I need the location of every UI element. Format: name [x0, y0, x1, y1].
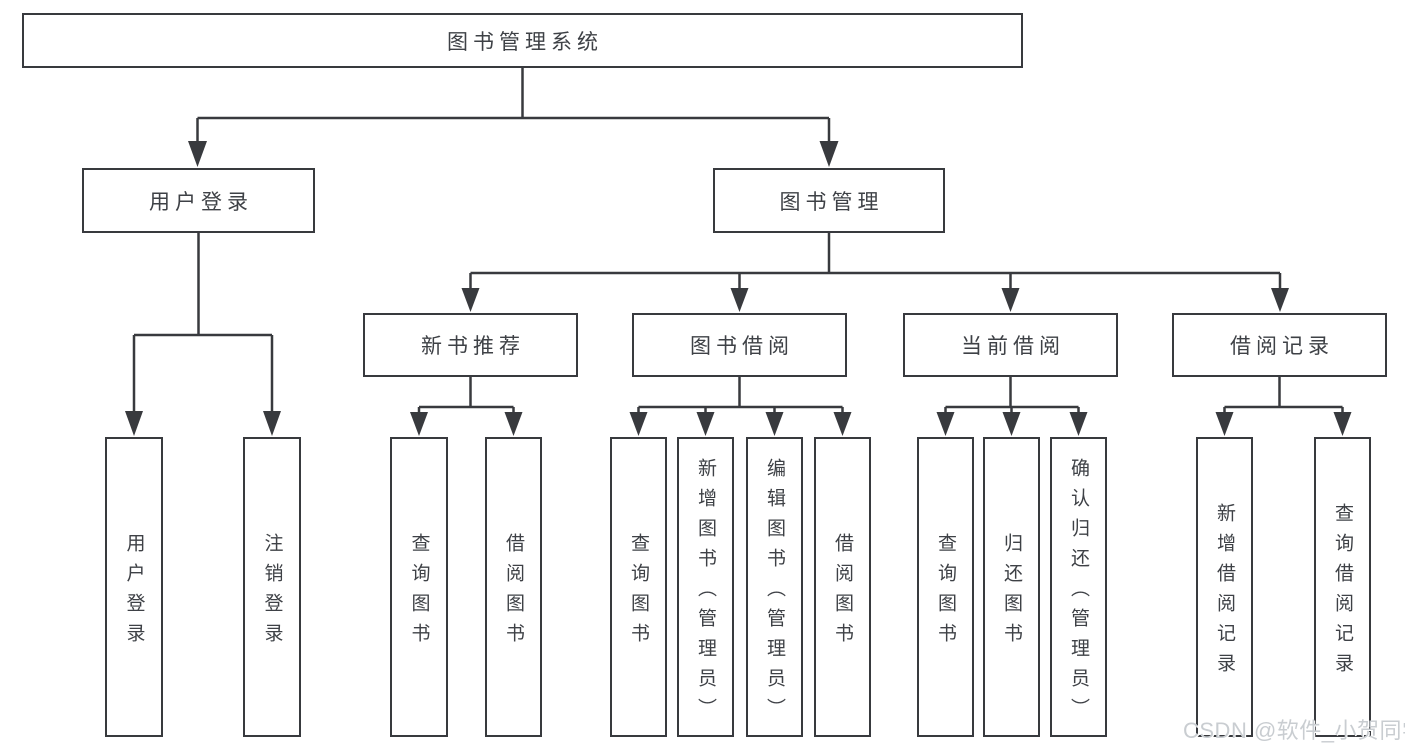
arrow-down-icon	[188, 141, 207, 167]
leaf-borrow-books: 借阅图书	[814, 437, 871, 737]
connector-borrow-record	[1223, 375, 1344, 415]
node-new-book-recommend: 新书推荐	[363, 313, 578, 377]
arrow-down-icon	[1215, 412, 1234, 436]
arrow-down-icon	[410, 412, 428, 436]
arrow-down-icon	[1333, 412, 1352, 436]
leaf-add-borrow-record: 新增借阅记录	[1196, 437, 1253, 737]
connector-user-login	[132, 231, 274, 415]
arrow-down-icon	[461, 288, 480, 312]
arrow-down-icon	[629, 412, 648, 436]
connector-root	[196, 66, 831, 146]
node-borrow-record: 借阅记录	[1172, 313, 1387, 377]
arrow-down-icon	[1069, 412, 1088, 436]
leaf-logout: 注销登录	[243, 437, 301, 737]
node-user-login: 用户登录	[82, 168, 315, 233]
arrow-down-icon	[1001, 288, 1020, 312]
leaf-recommend-borrow-books: 借阅图书	[485, 437, 542, 737]
connector-book-borrow	[637, 375, 844, 415]
csdn-watermark: CSDN @软件_小贺同学	[1183, 718, 1405, 743]
arrow-down-icon	[819, 141, 839, 167]
arrow-down-icon	[504, 412, 523, 436]
leaf-confirm-return-admin: 确认归还（管理员）	[1050, 437, 1107, 737]
leaf-user-login: 用户登录	[105, 437, 163, 737]
node-current-borrow: 当前借阅	[903, 313, 1118, 377]
arrow-down-icon	[125, 411, 143, 436]
leaf-recommend-query-books: 查询图书	[390, 437, 448, 737]
leaf-borrow-query-books: 查询图书	[610, 437, 667, 737]
leaf-add-books-admin: 新增图书（管理员）	[677, 437, 734, 737]
arrow-down-icon	[730, 288, 749, 312]
connector-new-book	[417, 375, 515, 415]
arrow-down-icon	[1271, 288, 1289, 312]
arrow-down-icon	[263, 411, 281, 436]
arrow-down-icon	[765, 412, 784, 436]
node-book-management: 图书管理	[713, 168, 945, 233]
node-book-borrow: 图书借阅	[632, 313, 847, 377]
arrow-down-icon	[696, 412, 715, 436]
arrow-down-icon	[833, 412, 852, 436]
arrow-down-icon	[936, 412, 955, 436]
arrow-down-icon	[1002, 412, 1021, 436]
connector-current-borrow	[944, 375, 1080, 415]
node-library-system-root: 图书管理系统	[22, 13, 1023, 68]
connector-book-management	[469, 231, 1282, 292]
leaf-current-query-books: 查询图书	[917, 437, 974, 737]
leaf-edit-books-admin: 编辑图书（管理员）	[746, 437, 803, 737]
leaf-return-books: 归还图书	[983, 437, 1040, 737]
leaf-query-borrow-record: 查询借阅记录	[1314, 437, 1371, 737]
